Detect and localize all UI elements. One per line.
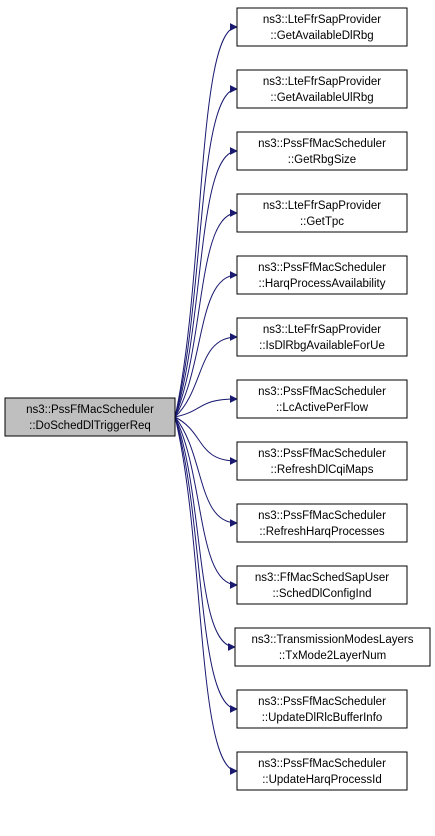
root-node-box	[4, 397, 176, 437]
callee-node[interactable]: ns3::LteFfrSapProvider::GetTpc	[236, 193, 408, 233]
callee-node-label-line1: ns3::LteFfrSapProvider	[263, 76, 381, 88]
call-edge	[174, 209, 238, 418]
callee-node-label-line2: ::UpdateDlRlcBufferInfo	[262, 712, 383, 724]
callee-node[interactable]: ns3::PssFfMacScheduler::UpdateHarqProces…	[236, 751, 408, 791]
call-edges	[174, 23, 238, 775]
callee-node-label-line1: ns3::LteFfrSapProvider	[263, 200, 381, 212]
callee-node[interactable]: ns3::PssFfMacScheduler::HarqProcessAvail…	[236, 255, 408, 295]
callee-node-label-line2: ::HarqProcessAvailability	[259, 278, 386, 290]
callee-node[interactable]: ns3::PssFfMacScheduler::LcActivePerFlow	[236, 379, 408, 419]
call-edge	[174, 416, 238, 775]
callee-node[interactable]: ns3::LteFfrSapProvider::GetAvailableDlRb…	[236, 7, 408, 47]
callee-node-label-line2: ::GetAvailableDlRbg	[270, 30, 373, 42]
call-edge	[174, 416, 238, 465]
callee-node-label-line1: ns3::LteFfrSapProvider	[263, 14, 381, 26]
callee-node-label-line2: ::SchedDlConfigInd	[272, 588, 371, 600]
call-edge	[174, 416, 238, 589]
callee-node-box	[236, 689, 408, 729]
callee-node-label-line1: ns3::LteFfrSapProvider	[263, 324, 381, 336]
callee-node-box	[236, 7, 408, 47]
call-edge	[174, 416, 236, 651]
call-edge	[174, 147, 238, 418]
call-edge	[174, 23, 238, 418]
callee-node-label-line1: ns3::PssFfMacScheduler	[258, 448, 386, 460]
callee-node[interactable]: ns3::PssFfMacScheduler::RefreshHarqProce…	[236, 503, 408, 543]
root-node-label-line1: ns3::PssFfMacScheduler	[26, 404, 154, 416]
callee-nodes: ns3::LteFfrSapProvider::GetAvailableDlRb…	[234, 7, 431, 791]
callee-node[interactable]: ns3::FfMacSchedSapUser::SchedDlConfigInd	[236, 565, 408, 605]
callee-node-box	[236, 131, 408, 171]
callee-node[interactable]: ns3::PssFfMacScheduler::UpdateDlRlcBuffe…	[236, 689, 408, 729]
callee-node[interactable]: ns3::LteFfrSapProvider::GetAvailableUlRb…	[236, 69, 408, 109]
callee-node-label-line2: ::GetRbgSize	[288, 154, 356, 166]
callee-node-box	[236, 441, 408, 481]
callee-node[interactable]: ns3::TransmissionModesLayers::TxMode2Lay…	[234, 627, 431, 667]
root-node[interactable]: ns3::PssFfMacScheduler ::DoSchedDlTrigge…	[4, 397, 176, 437]
callee-node-label-line1: ns3::PssFfMacScheduler	[258, 510, 386, 522]
callee-node-box	[236, 317, 408, 357]
callee-node-box	[236, 69, 408, 109]
callee-node-box	[236, 193, 408, 233]
callee-node[interactable]: ns3::PssFfMacScheduler::RefreshDlCqiMaps	[236, 441, 408, 481]
callee-node-label-line1: ns3::TransmissionModesLayers	[252, 634, 414, 646]
call-edge	[174, 333, 238, 418]
callee-node-box	[236, 503, 408, 543]
call-edge	[174, 395, 238, 418]
callee-node-label-line1: ns3::PssFfMacScheduler	[258, 386, 386, 398]
callee-node-label-line2: ::RefreshHarqProcesses	[259, 526, 385, 538]
call-edge	[174, 416, 238, 713]
root-node-label-line2: ::DoSchedDlTriggerReq	[29, 420, 151, 432]
call-edge	[174, 271, 238, 418]
callee-node-label-line1: ns3::PssFfMacScheduler	[258, 758, 386, 770]
callee-node-box	[234, 627, 431, 667]
callee-node-box	[236, 751, 408, 791]
callee-node-label-line2: ::TxMode2LayerNum	[279, 650, 386, 662]
callee-node-label-line2: ::GetAvailableUlRbg	[270, 92, 373, 104]
call-edge	[174, 85, 238, 418]
callee-node-label-line1: ns3::PssFfMacScheduler	[258, 138, 386, 150]
callee-node-box	[236, 255, 408, 295]
callee-node-label-line2: ::RefreshDlCqiMaps	[271, 464, 374, 476]
call-edge	[174, 416, 238, 527]
callee-node-box	[236, 565, 408, 605]
callee-node-label-line1: ns3::PssFfMacScheduler	[258, 262, 386, 274]
callee-node-label-line1: ns3::FfMacSchedSapUser	[255, 572, 389, 584]
callee-node-label-line1: ns3::PssFfMacScheduler	[258, 696, 386, 708]
callee-node[interactable]: ns3::PssFfMacScheduler::GetRbgSize	[236, 131, 408, 171]
callee-node[interactable]: ns3::LteFfrSapProvider::IsDlRbgAvailable…	[236, 317, 408, 357]
callee-node-label-line2: ::IsDlRbgAvailableForUe	[259, 340, 385, 352]
callee-node-box	[236, 379, 408, 419]
callee-node-label-line2: ::LcActivePerFlow	[276, 402, 369, 414]
callee-node-label-line2: ::GetTpc	[300, 216, 344, 228]
callee-node-label-line2: ::UpdateHarqProcessId	[262, 774, 382, 786]
